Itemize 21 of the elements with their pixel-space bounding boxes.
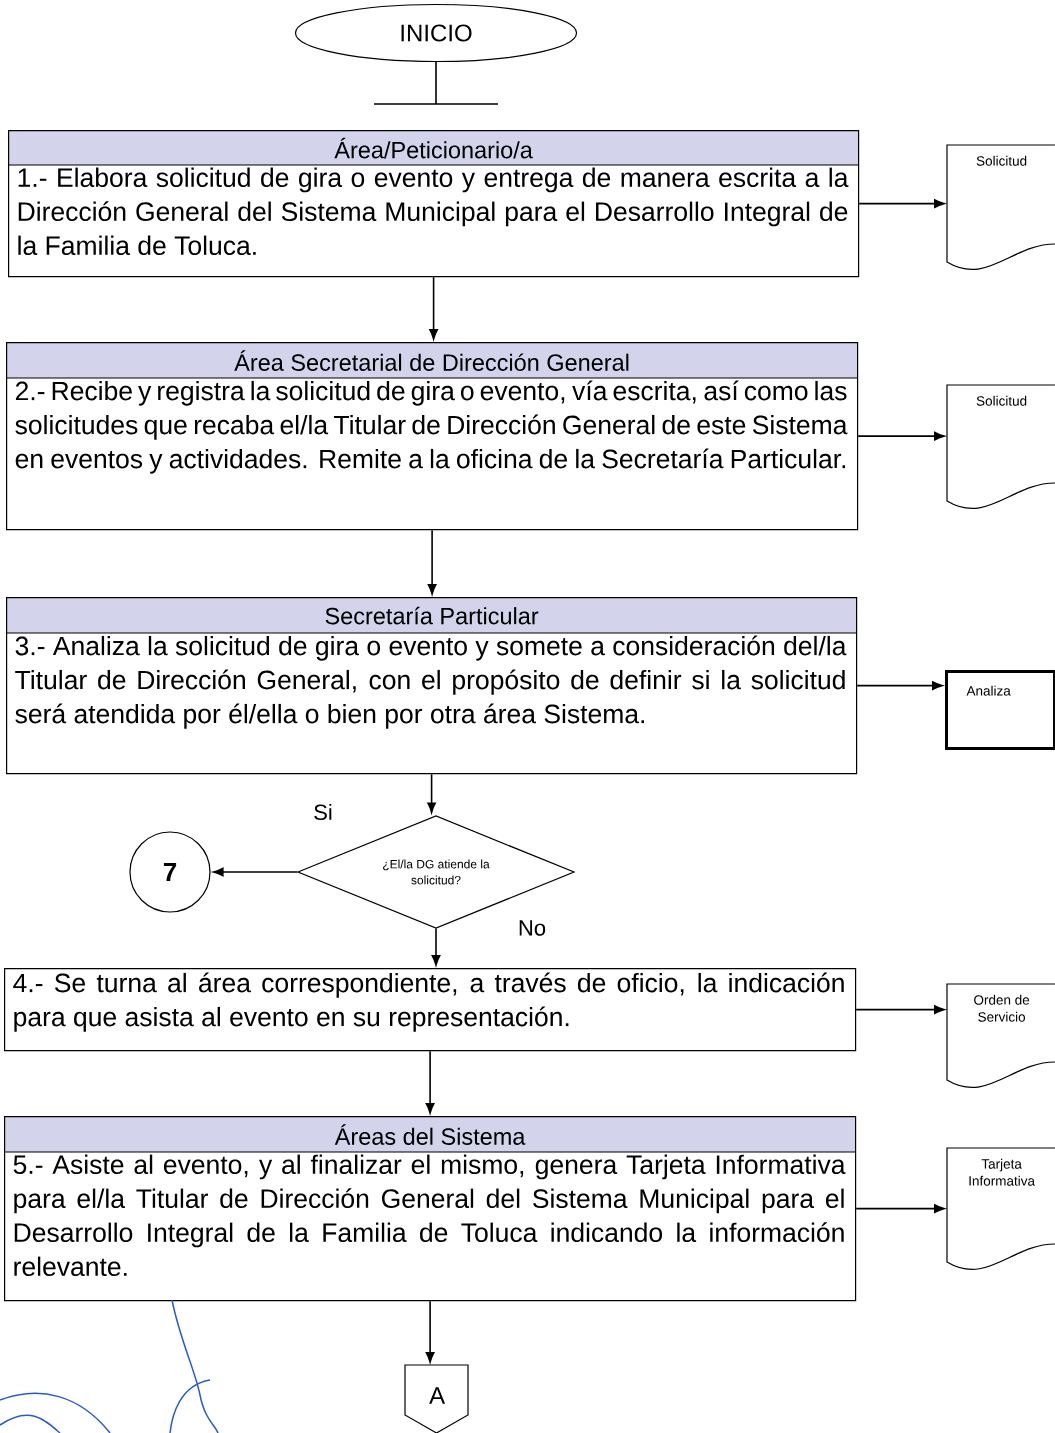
arrow (858, 199, 945, 208)
start-terminal: INICIO (294, 3, 578, 63)
arrow (373, 61, 499, 105)
process-box: Área/Peticionario/a 1.- Elabora solicitud de gira o evento y entrega de manera escrita a la Dirección General del Sistema Municipal para el Desarrollo Integral de la Familia de Toluca. (7, 130, 860, 278)
arrow (425, 1300, 435, 1363)
process-box: Secretaría Particular 3.- Analiza la solicitud de gira o evento y somete a consideración del/la Titular de Dirección General, con el propósito de definir si la solicitud será atendida por él/ella o bien por otra área Sistema. (5, 597, 858, 775)
arrow (425, 1050, 435, 1114)
arrow (429, 276, 438, 340)
arrow (427, 529, 437, 595)
arrow (431, 927, 441, 966)
process-box: 4.- Se turna al área correspondiente, a través de oficio, la indicación para que asista al evento en su representación. (4, 968, 857, 1052)
arrow (857, 431, 945, 441)
process-box: Área Secretarial de Dirección General 2.- Recibe y registra la solicitud de gira o evento, vía escrita, así como las solicitudes que recaba el/la Titular de Dirección General de este Sistema en eventos y actividades. Remite a la oficina de la Secretaría Particular. (5, 342, 859, 531)
process-box: Áreas del Sistema 5.- Asiste al evento, y al finalizar el mismo, genera Tarjeta Informativa para el/la Titular de Dirección General del Sistema Municipal para el Desarrollo Integral de la Familia de Toluca indicando la información relevante. (3, 1116, 857, 1302)
arrow (213, 867, 299, 877)
arrow (855, 1005, 945, 1014)
arrow (855, 1204, 945, 1213)
arrow (856, 681, 943, 690)
off-page-connector: A (404, 1364, 469, 1433)
process-box: Analiza (945, 670, 1055, 750)
arrow (427, 773, 436, 813)
